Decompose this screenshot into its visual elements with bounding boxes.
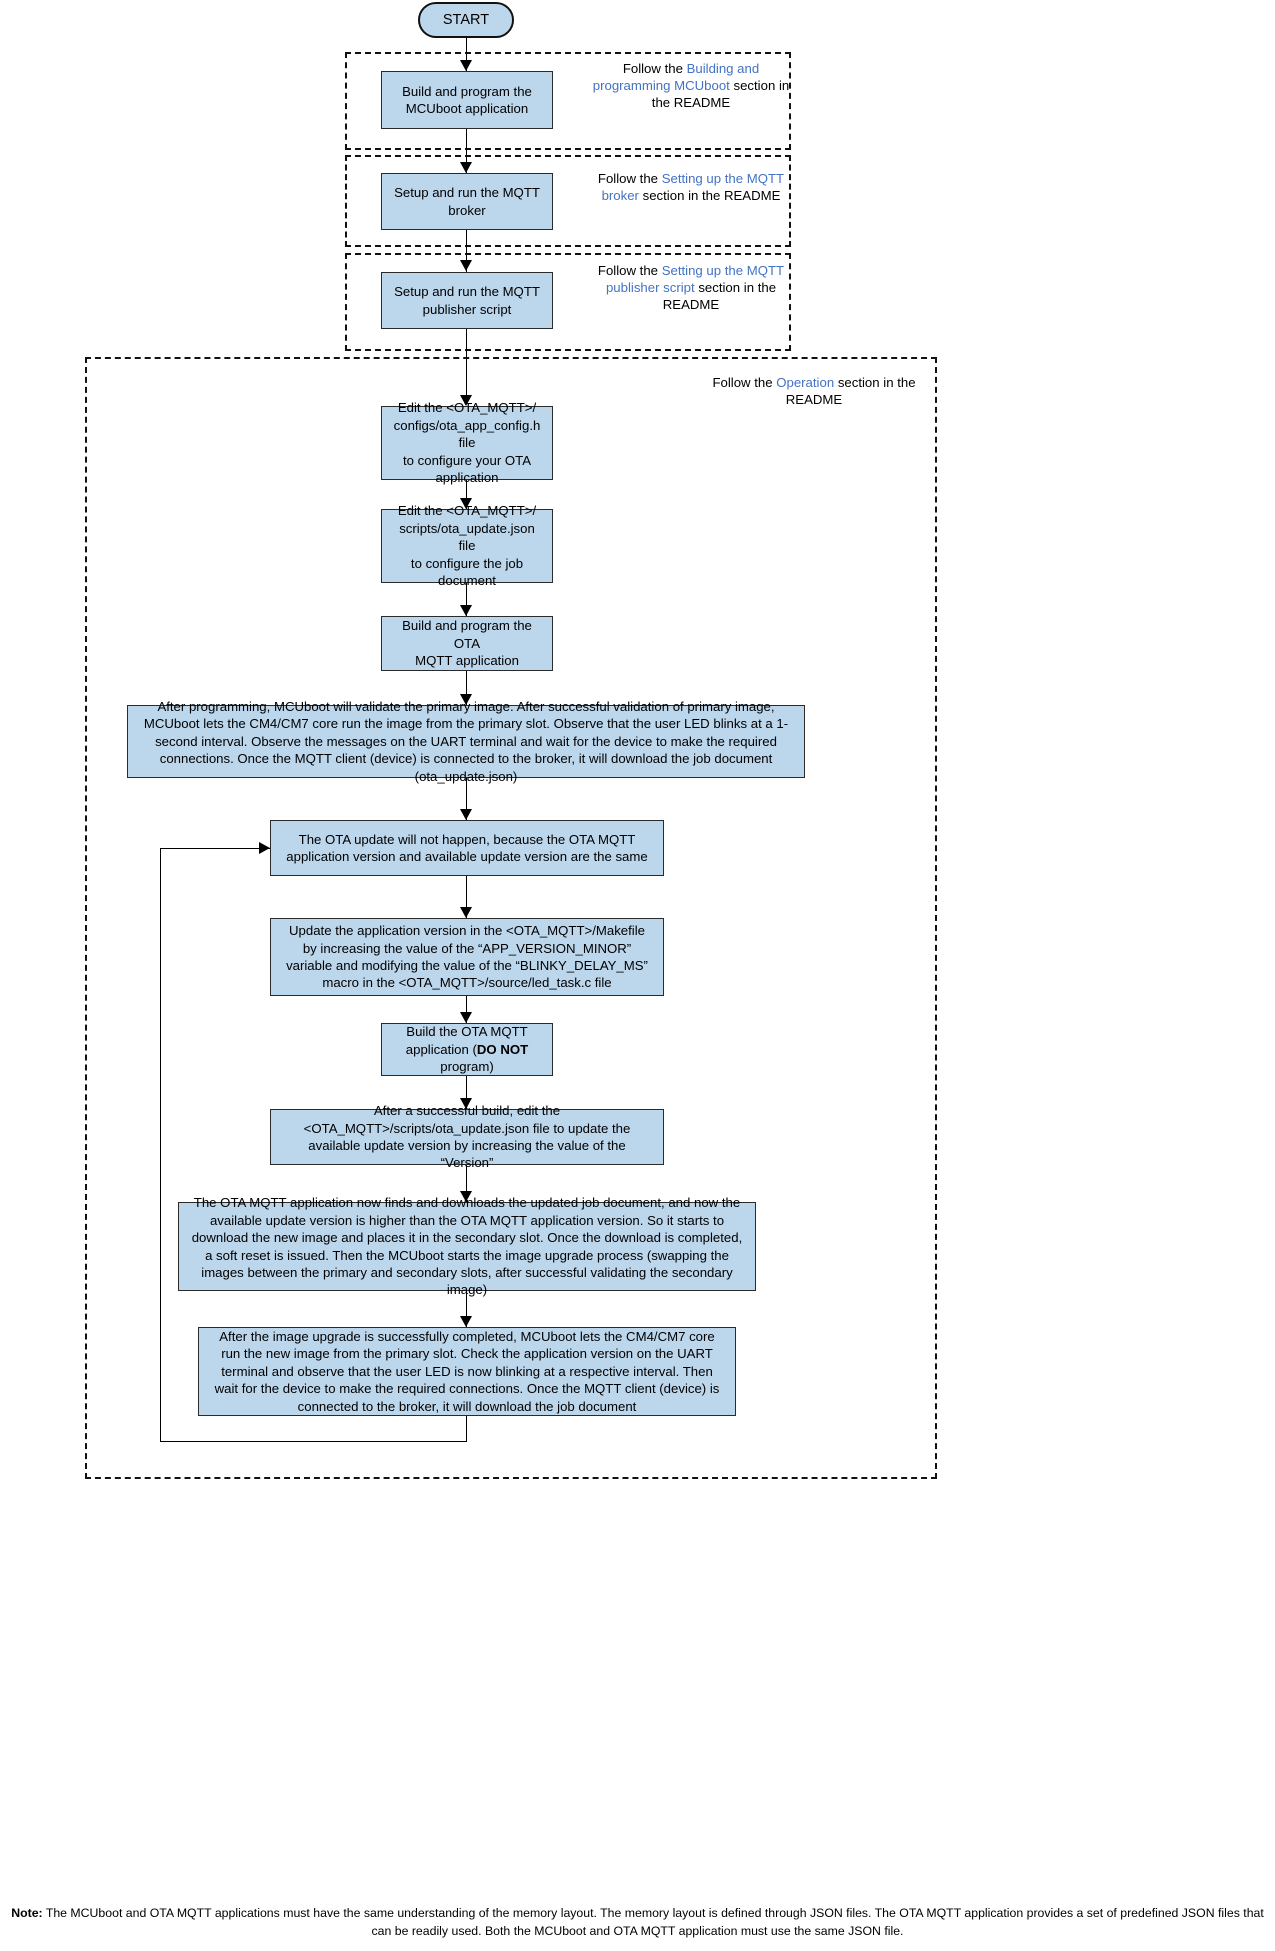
group-build-mcuboot [345,52,791,150]
arrowhead [459,260,472,271]
annotation-suffix: section in the README [662,280,777,313]
connector-download-to-upgrade [466,1291,467,1327]
annotation-link[interactable]: Operation [776,375,835,390]
footer-note-label: Note: [11,1906,43,1920]
node-build-program-ota: Build and program the OTA MQTT applicati… [381,616,553,671]
annotation-suffix: section in the README [638,188,781,204]
annotation-publisher-script: Follow the Setting up the MQTT publisher… [585,262,797,313]
connector-broker-to-publisher [466,230,467,272]
node-edit-ota-app-config: Edit the <OTA_MQTT>/ configs/ota_app_con… [381,400,553,485]
annotation-prefix: Follow the [622,61,687,76]
node-label: Build the OTA MQTT application (DO NOT p… [406,1023,528,1075]
arrowhead [459,60,472,71]
annotation-prefix: Follow the [712,375,777,390]
group-mqtt-broker [345,155,791,247]
annotation-mqtt-broker: Follow the Setting up the MQTT broker se… [585,170,797,204]
node-no-update-same-version: The OTA update will not happen, because … [270,820,664,876]
arrowhead [459,1191,472,1202]
annotation-prefix: Follow the [597,171,662,186]
node-update-app-version: Update the application version in the <O… [270,918,664,996]
annotation-link[interactable]: Setting up the MQTT publisher script [605,263,785,296]
annotation-build-mcuboot: Follow the Building and programming MCUb… [585,60,797,111]
arrowhead-loop [259,841,270,854]
footer-note: Note: The MCUboot and OTA MQTT applicati… [8,1905,1267,1941]
node-edit-update-version: After a successful build, edit the <OTA_… [270,1103,664,1170]
node-download-new-image: The OTA MQTT application now finds and d… [178,1195,756,1297]
connector-json-to-build [466,583,467,616]
connector-build-to-note [466,671,467,705]
arrowhead [459,1098,472,1109]
group-publisher-script [345,253,791,351]
arrowhead [459,809,472,820]
connector-start-to-build [466,38,467,71]
arrowhead [459,498,472,509]
connector-editversion-to-download [466,1165,467,1202]
footer-note-text: The MCUboot and OTA MQTT applications mu… [42,1906,1264,1938]
loop-connector-left [160,848,161,1442]
annotation-suffix: section in the README [785,375,916,408]
label-part-3: program) [440,1059,494,1075]
arrowhead [459,395,472,406]
connector-build-to-broker [466,129,467,173]
connector-update-to-buildonly [466,996,467,1023]
label-part-bold: DO NOT [476,1041,529,1057]
node-setup-mqtt-broker: Setup and run the MQTT broker [381,173,553,230]
annotation-prefix: Follow the [597,263,662,278]
arrowhead [459,162,472,173]
node-start: START [418,2,514,38]
annotation-link[interactable]: Building and programming MCUboot [592,61,760,94]
annotation-operation: Follow the Operation section in the READ… [700,374,928,408]
arrowhead [459,605,472,616]
group-operation [85,357,937,1479]
connector-note-to-noupdate [466,778,467,820]
label-part-1: Build the OTA MQTT application ( [405,1024,528,1057]
loop-connector-top [160,848,270,849]
node-edit-ota-update-json: Edit the <OTA_MQTT>/ scripts/ota_update.… [381,503,553,588]
connector-noupdate-to-update [466,876,467,918]
node-build-mcuboot: Build and program the MCUboot applicatio… [381,71,553,129]
node-setup-publisher-script: Setup and run the MQTT publisher script [381,272,553,329]
node-build-do-not-program: Build the OTA MQTT application (DO NOT p… [381,1023,553,1076]
arrowhead [459,694,472,705]
annotation-suffix: section in the README [651,78,790,111]
connector-config-to-json [466,480,467,509]
connector-buildonly-to-editversion [466,1076,467,1109]
loop-connector-bottom [160,1441,467,1442]
connector-publisher-to-operation [466,329,467,404]
annotation-link[interactable]: Setting up the MQTT broker [601,171,785,204]
arrowhead [459,1316,472,1327]
arrowhead [459,907,472,918]
arrowhead [459,1012,472,1023]
loop-connector-down [466,1416,467,1442]
node-mcuboot-validation-note: After programming, MCUboot will validate… [127,699,805,784]
node-upgrade-complete: After the image upgrade is successfully … [198,1327,736,1416]
